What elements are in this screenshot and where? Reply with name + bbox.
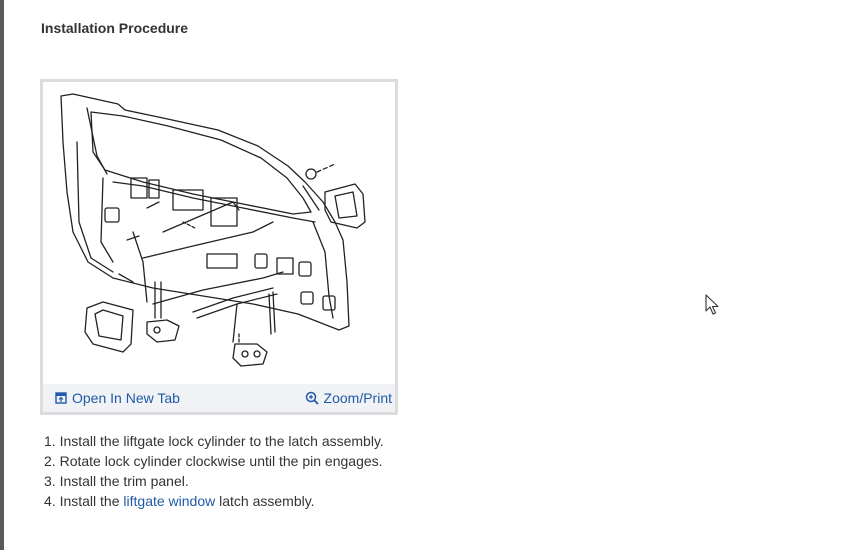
window-left-edge: [0, 0, 4, 550]
open-in-new-tab-icon: [55, 392, 67, 404]
step-item-2: 2. Rotate lock cylinder clockwise until …: [44, 451, 384, 471]
step-text: Rotate lock cylinder clockwise until the…: [59, 453, 383, 469]
step-number: 3.: [44, 473, 56, 489]
open-in-new-tab-link[interactable]: Open In New Tab: [55, 390, 180, 406]
step-number: 2.: [44, 453, 56, 469]
step-item-1: 1. Install the liftgate lock cylinder to…: [44, 431, 384, 451]
step-item-4: 4. Install the liftgate window latch ass…: [44, 491, 384, 511]
figure-toolbar: Open In New Tab Zoom/Print: [43, 384, 395, 412]
step-text-before: Install the: [59, 493, 124, 509]
step-text-after: latch assembly.: [215, 493, 315, 509]
liftgate-diagram-image: [60, 93, 366, 367]
installation-steps-list: 1. Install the liftgate lock cylinder to…: [44, 431, 384, 511]
zoom-in-icon: [305, 391, 319, 405]
mouse-pointer-icon: [705, 294, 719, 315]
step-number: 4.: [44, 493, 56, 509]
step-number: 1.: [44, 433, 56, 449]
open-in-new-tab-label: Open In New Tab: [72, 390, 180, 406]
step-text: Install the trim panel.: [59, 473, 189, 489]
zoom-print-link[interactable]: Zoom/Print: [305, 390, 392, 406]
liftgate-window-link[interactable]: liftgate window: [123, 493, 216, 509]
figure-container: Open In New Tab Zoom/Print: [40, 79, 398, 415]
step-text: Install the liftgate lock cylinder to th…: [59, 433, 384, 449]
zoom-print-label: Zoom/Print: [323, 390, 392, 406]
page-title: Installation Procedure: [41, 20, 189, 36]
step-item-3: 3. Install the trim panel.: [44, 471, 384, 491]
